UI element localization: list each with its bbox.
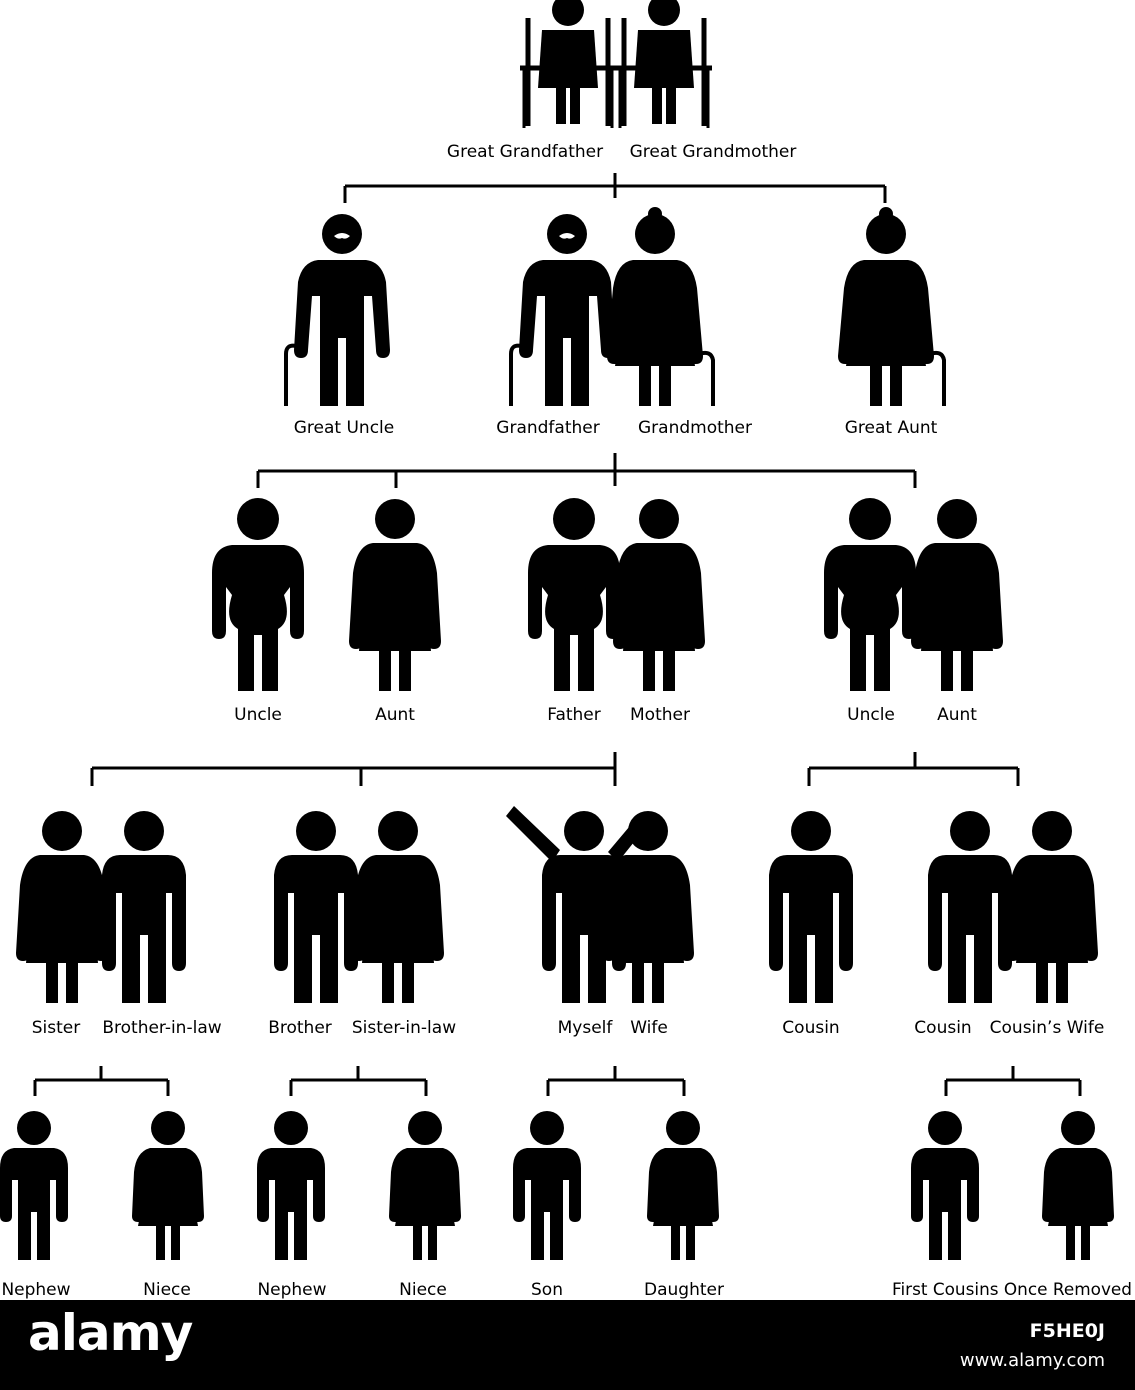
label-great-uncle: Great Uncle bbox=[294, 418, 394, 438]
grandmother-figure bbox=[605, 205, 715, 408]
great-uncle-figure bbox=[284, 212, 392, 408]
label-cousins-wife: Cousin’s Wife bbox=[990, 1018, 1105, 1038]
connector-gen1-gen2 bbox=[343, 173, 887, 203]
label-niece: Niece bbox=[143, 1280, 191, 1300]
nephew-2-figure bbox=[257, 1111, 325, 1260]
son-figure bbox=[513, 1111, 581, 1260]
brother-figure bbox=[274, 811, 358, 1003]
father-figure bbox=[528, 498, 620, 691]
label-uncle-2: Uncle bbox=[847, 705, 895, 725]
generation-5: Nephew Niece Nephew Niece Son Daughter F… bbox=[0, 1111, 1132, 1300]
label-daughter: Daughter bbox=[644, 1280, 724, 1300]
brother-in-law-figure bbox=[102, 811, 186, 1003]
connector-gen2-gen3 bbox=[256, 453, 917, 488]
generation-2: Great Uncle Grandfather Grandmother Grea… bbox=[284, 205, 946, 438]
label-nephew: Nephew bbox=[1, 1280, 70, 1300]
cousins-wife-figure bbox=[1006, 811, 1098, 1003]
grandfather-figure bbox=[509, 212, 617, 408]
label-uncle: Uncle bbox=[234, 705, 282, 725]
great-aunt-figure bbox=[836, 205, 946, 408]
label-cousin-2: Cousin bbox=[914, 1018, 971, 1038]
cousin-2-figure bbox=[928, 811, 1012, 1003]
wife-figure bbox=[602, 811, 694, 1003]
mother-figure bbox=[613, 499, 705, 691]
label-nephew-2: Nephew bbox=[257, 1280, 326, 1300]
family-tree-diagram: Great Grandfather Great Grandmother Grea… bbox=[0, 0, 1132, 1300]
aunt-2-figure bbox=[911, 499, 1003, 691]
label-great-aunt: Great Aunt bbox=[845, 418, 938, 438]
label-aunt-2: Aunt bbox=[937, 705, 977, 725]
image-id: F5HE0J bbox=[1029, 1320, 1105, 1342]
uncle-figure bbox=[212, 498, 304, 691]
label-great-grandmother: Great Grandmother bbox=[630, 142, 797, 162]
cousin-figure bbox=[769, 811, 853, 1003]
label-father: Father bbox=[547, 705, 601, 725]
label-son: Son bbox=[531, 1280, 563, 1300]
aunt-figure bbox=[349, 499, 441, 691]
label-cousin: Cousin bbox=[782, 1018, 839, 1038]
generation-1: Great Grandfather Great Grandmother bbox=[447, 0, 796, 162]
label-brother: Brother bbox=[268, 1018, 332, 1038]
watermark-url: www.alamy.com bbox=[959, 1350, 1105, 1371]
label-mother: Mother bbox=[630, 705, 690, 725]
generation-4: Sister Brother-in-law Brother Sister-in-… bbox=[16, 806, 1104, 1038]
alamy-logo: alamy bbox=[28, 1304, 193, 1362]
first-cousin-once-removed-girl-figure bbox=[1042, 1111, 1114, 1260]
label-first-cousins-once-removed: First Cousins Once Removed bbox=[892, 1280, 1132, 1300]
label-brother-in-law: Brother-in-law bbox=[102, 1018, 221, 1038]
connector-gen4-gen5 bbox=[33, 1066, 1082, 1096]
label-aunt: Aunt bbox=[375, 705, 415, 725]
niece-figure bbox=[132, 1111, 204, 1260]
nephew-figure bbox=[0, 1111, 68, 1260]
myself-figure bbox=[506, 806, 650, 1003]
label-great-grandfather: Great Grandfather bbox=[447, 142, 603, 162]
label-myself: Myself bbox=[558, 1018, 614, 1038]
label-niece-2: Niece bbox=[399, 1280, 447, 1300]
niece-2-figure bbox=[389, 1111, 461, 1260]
great-grandmother-figure bbox=[616, 0, 712, 128]
connector-gen3-gen4 bbox=[90, 752, 1020, 786]
sister-figure bbox=[16, 811, 108, 1003]
generation-3: Uncle Aunt Father Mother Uncle Aunt bbox=[212, 498, 1003, 725]
label-grandfather: Grandfather bbox=[496, 418, 599, 438]
label-grandmother: Grandmother bbox=[638, 418, 752, 438]
label-wife: Wife bbox=[630, 1018, 668, 1038]
daughter-figure bbox=[647, 1111, 719, 1260]
sister-in-law-figure bbox=[352, 811, 444, 1003]
label-sister-in-law: Sister-in-law bbox=[352, 1018, 456, 1038]
watermark-footer: alamy F5HE0J www.alamy.com bbox=[0, 1300, 1135, 1390]
great-grandfather-figure bbox=[520, 0, 616, 128]
label-sister: Sister bbox=[32, 1018, 81, 1038]
uncle-2-figure bbox=[824, 498, 916, 691]
first-cousin-once-removed-boy-figure bbox=[911, 1111, 979, 1260]
